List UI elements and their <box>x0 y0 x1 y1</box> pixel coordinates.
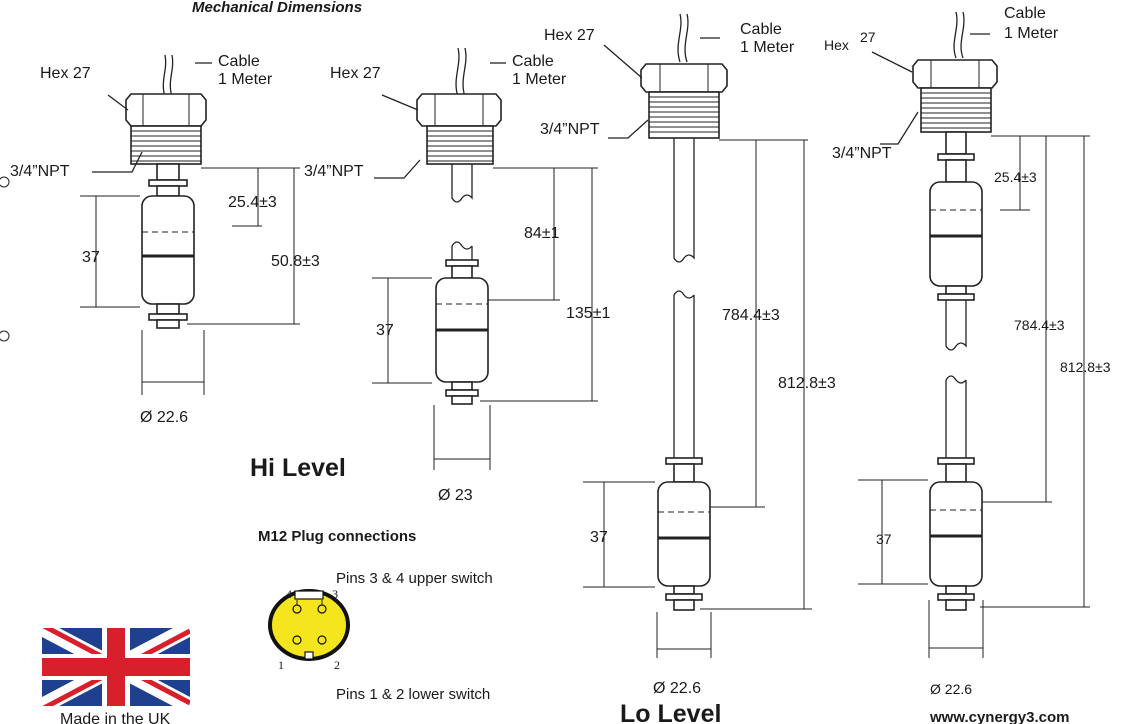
float <box>929 181 983 287</box>
cable-label: Cable <box>218 53 260 70</box>
m12-plug-section: M12 Plug connections Pins 3 & 4 upper sw… <box>258 528 493 703</box>
npt-thread <box>426 125 494 165</box>
lo-level-left-sensor: Hex 27 Cable 1 Meter 3/4”NPT 784.4±3 812… <box>540 13 836 697</box>
dim-top: 25.4±3 <box>228 194 277 211</box>
cable-length-label: 1 Meter <box>218 71 273 88</box>
cable-length-label: 1 Meter <box>512 71 567 88</box>
section-header: Mechanical Dimensions <box>192 0 362 16</box>
m12-plug-face <box>268 589 350 661</box>
thread-label: 3/4”NPT <box>10 163 70 180</box>
hex-nut <box>125 93 207 127</box>
dim-total: 812.8±3 <box>778 375 836 392</box>
cable-length-label: 1 Meter <box>1004 25 1059 42</box>
hi-level-left-sensor: Hex 27 Cable 1 Meter 3/4”NPT 25.4±3 37 5… <box>10 53 320 426</box>
dim-float: 37 <box>590 529 608 546</box>
dim-top: 84±1 <box>524 225 560 242</box>
m12-key-notch <box>294 590 324 600</box>
pin-4-label: 4 <box>286 587 292 601</box>
dim-diameter: Ø 22.6 <box>653 680 701 697</box>
cable-label: Cable <box>1004 5 1046 22</box>
npt-thread <box>920 87 992 133</box>
dim-mid: 784.4±3 <box>722 307 780 324</box>
lower-switch-label: Pins 1 & 2 lower switch <box>336 686 490 703</box>
thread-label: 3/4”NPT <box>304 163 364 180</box>
npt-thread <box>648 91 720 139</box>
pin-1-label: 1 <box>278 658 284 672</box>
upper-switch-label: Pins 3 & 4 upper switch <box>336 570 493 587</box>
registration-mark <box>0 330 10 342</box>
cable-label: Cable <box>512 53 554 70</box>
uk-flag: Made in the UK <box>42 628 190 724</box>
dim-float: 37 <box>376 322 394 339</box>
dim-total: 50.8±3 <box>271 253 320 270</box>
website-link[interactable]: www.cynergy3.com <box>929 709 1070 724</box>
float <box>657 481 711 587</box>
hex-size-label: 27 <box>860 29 876 45</box>
m12-title: M12 Plug connections <box>258 528 416 545</box>
made-in-uk-caption: Made in the UK <box>60 711 171 724</box>
npt-thread <box>130 125 202 165</box>
dim-total: 812.8±3 <box>1060 359 1111 375</box>
hex-nut <box>416 93 502 127</box>
cable-label: Cable <box>740 21 782 38</box>
dim-diameter: Ø 22.6 <box>140 409 188 426</box>
float-lower <box>929 481 983 587</box>
hex-label: Hex <box>824 37 849 53</box>
dim-diameter: Ø 22.6 <box>930 681 972 697</box>
float <box>141 195 195 305</box>
dim-top: 25.4±3 <box>994 169 1037 185</box>
hi-level-right-sensor: Hex 27 Cable 1 Meter 3/4”NPT 84±1 37 135… <box>304 47 610 504</box>
lo-level-right-sensor: Hex 27 Cable 1 Meter 3/4”NPT 25.4±3 784.… <box>824 5 1111 697</box>
thread-label: 3/4”NPT <box>540 121 600 138</box>
lo-level-title: Lo Level <box>620 700 721 724</box>
hi-level-title: Hi Level <box>250 454 346 482</box>
pin-2-label: 2 <box>334 658 340 672</box>
dim-total: 135±1 <box>566 305 610 322</box>
hex-label: Hex 27 <box>544 27 595 44</box>
thread-label: 3/4”NPT <box>832 145 892 162</box>
pin-3-label: 3 <box>332 587 338 601</box>
cable-length-label: 1 Meter <box>740 39 795 56</box>
dim-diameter: Ø 23 <box>438 487 473 504</box>
dim-mid: 784.4±3 <box>1014 317 1065 333</box>
registration-mark <box>0 176 10 188</box>
hex-nut <box>640 63 728 93</box>
dim-float: 37 <box>876 531 892 547</box>
hex-label: Hex 27 <box>330 65 381 82</box>
hex-nut <box>912 59 998 89</box>
hex-label: Hex 27 <box>40 65 91 82</box>
dim-float: 37 <box>82 249 100 266</box>
pin-2 <box>317 635 327 645</box>
cable <box>162 54 167 98</box>
pin-1 <box>292 635 302 645</box>
